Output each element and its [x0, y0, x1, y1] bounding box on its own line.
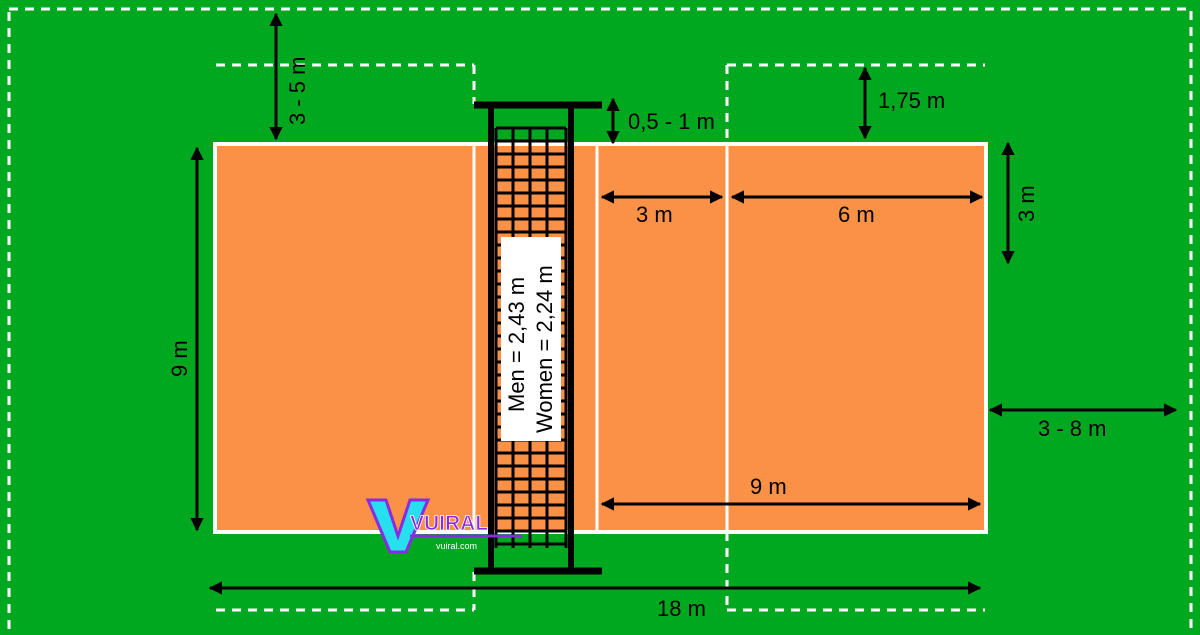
side-margin-label: 1,75 m: [878, 88, 945, 113]
court-length-label: 18 m: [657, 596, 706, 621]
attack-zone-label: 3 m: [636, 202, 673, 227]
court-width-label: 9 m: [167, 340, 192, 377]
free-zone-side-label: 3 - 8 m: [1038, 416, 1106, 441]
half-court-label: 9 m: [750, 474, 787, 499]
dimension-arrows: [190, 12, 1178, 595]
inner-free-zone-lines: [216, 63, 985, 612]
end-margin-label: 3 m: [1014, 185, 1039, 222]
women-net-height-label: Women = 2,24 m: [532, 265, 557, 433]
net-gap-label: 0,5 - 1 m: [628, 109, 715, 134]
back-zone-label: 6 m: [838, 202, 875, 227]
net: [474, 101, 602, 575]
vuiral-logo: VUIRAL vuiral.com: [365, 498, 522, 554]
men-net-height-label: Men = 2,43 m: [504, 277, 529, 412]
vuiral-logo-v-mark: [365, 498, 431, 554]
vuiral-logo-url: vuiral.com: [436, 541, 477, 551]
playing-court: [213, 142, 988, 534]
net-height-label-box: [501, 237, 561, 441]
vuiral-logo-text: VUIRAL: [410, 512, 488, 535]
free-zone-end-label: 3 - 5 m: [285, 57, 310, 125]
